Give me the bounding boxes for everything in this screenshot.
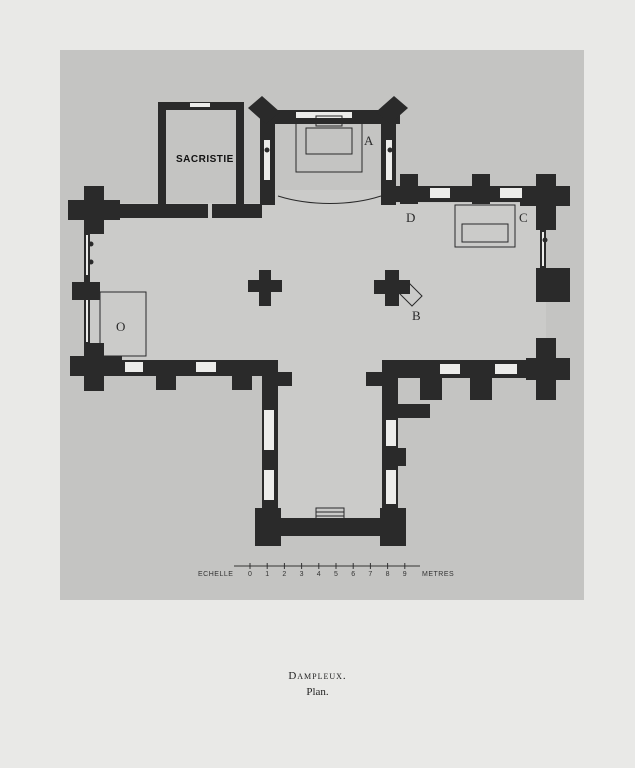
scale-tick-label: 0 — [248, 571, 252, 578]
floor-plan-drawing: SACRISTIE A B C D O ECHELLE 0 1 2 3 4 5 6 7 8 9 M… — [68, 96, 570, 578]
walls — [68, 96, 570, 546]
window-mark — [88, 241, 94, 247]
scale-tick-label: 5 — [334, 571, 338, 578]
scale-tick-label: 6 — [351, 571, 355, 578]
letter-o: O — [116, 319, 125, 334]
fittings — [99, 115, 516, 521]
scale-bar: ECHELLE 0 1 2 3 4 5 6 7 8 9 METRES — [198, 563, 454, 578]
scale-tick-label: 8 — [386, 571, 390, 578]
window-openings — [86, 103, 544, 504]
plan-plate: SACRISTIE A B C D O ECHELLE 0 1 2 3 4 5 6 7 8 9 M… — [60, 50, 584, 600]
scale-ticks: 0 1 2 3 4 5 6 7 8 9 — [248, 563, 407, 578]
sacristy-label: SACRISTIE — [176, 154, 234, 165]
scale-tick-label: 7 — [368, 571, 372, 578]
scale-tick-label: 4 — [317, 571, 321, 578]
window-mark — [264, 147, 270, 153]
letter-b: B — [412, 308, 421, 323]
window-mark — [542, 237, 548, 243]
scale-tick-label: 9 — [403, 571, 407, 578]
scale-tick-label: 3 — [300, 571, 304, 578]
scale-tick-label: 1 — [265, 571, 269, 578]
window-mark — [88, 259, 94, 265]
floor-areas — [86, 190, 546, 535]
caption-title: Dampleux. — [288, 670, 347, 682]
letter-a: A — [364, 133, 374, 148]
scale-prefix: ECHELLE — [198, 571, 233, 578]
scale-tick-label: 2 — [282, 571, 286, 578]
caption-subtitle: Plan. — [306, 686, 329, 698]
letter-d: D — [406, 210, 415, 225]
letter-c: C — [519, 210, 528, 225]
scale-unit: METRES — [422, 571, 454, 578]
window-mark — [387, 147, 393, 153]
